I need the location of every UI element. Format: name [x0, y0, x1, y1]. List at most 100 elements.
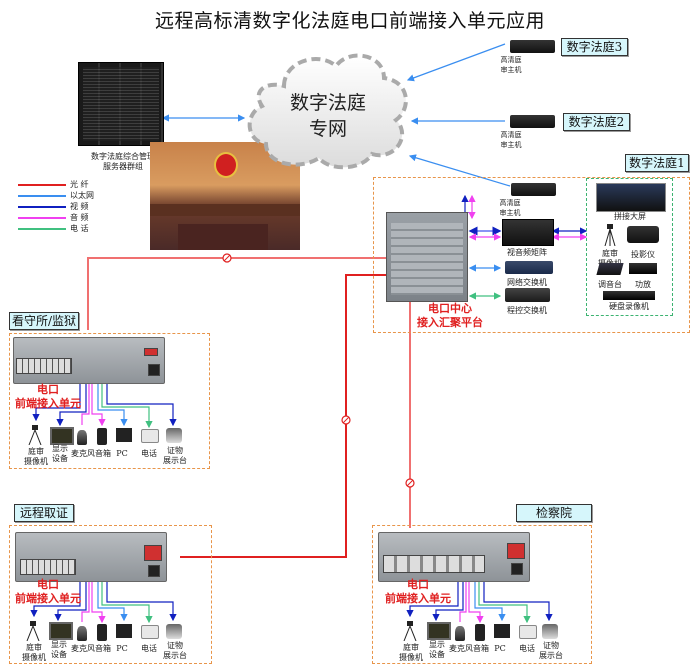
site-remote-region — [9, 525, 212, 664]
national-emblem-icon — [214, 152, 238, 178]
pc-icon — [494, 624, 510, 638]
tripod-camera-icon — [28, 425, 42, 446]
unit-label-2: 前端接入单元 — [15, 592, 81, 605]
phone-icon — [141, 429, 159, 443]
court3-label[interactable]: 数字法庭3 — [561, 38, 628, 56]
evidence-label: 证物 — [167, 641, 183, 650]
phone-icon — [141, 625, 159, 639]
av-matrix-icon — [502, 219, 554, 246]
legend-swatch — [18, 228, 66, 230]
unit-label-2: 前端接入单元 — [385, 592, 451, 605]
frontend-unit-icon — [13, 337, 165, 384]
pbx-label: 程控交换机 — [507, 306, 547, 315]
hd-host-icon — [510, 40, 555, 53]
host-label: 审主机 — [500, 66, 522, 74]
display-label: 显示 — [429, 640, 445, 649]
court1-devices-group — [586, 178, 673, 316]
pc-label: PC — [116, 449, 128, 458]
evidence-label: 展示台 — [163, 651, 187, 660]
speaker-icon — [475, 624, 485, 641]
evidence-label: 证物 — [543, 641, 559, 650]
tripod-camera-icon — [403, 621, 417, 642]
pc-icon — [116, 428, 132, 442]
hd-host-icon — [510, 115, 555, 128]
unit-label-1: 电口 — [37, 383, 59, 396]
microphone-label: 麦克风 — [449, 644, 473, 653]
fiber-break-icon — [341, 415, 351, 425]
speaker-icon — [97, 624, 107, 641]
display-label: 设备 — [51, 650, 67, 659]
evidence-label: 展示台 — [539, 651, 563, 660]
microphone-label: 麦克风 — [71, 644, 95, 653]
av-matrix-label: 视音频矩阵 — [507, 248, 547, 257]
camera-label: 摄像机 — [22, 653, 46, 662]
legend-swatch — [18, 217, 66, 219]
display-label: 设备 — [52, 454, 68, 463]
display-label: 设备 — [429, 650, 445, 659]
display-label: 显示 — [52, 444, 68, 453]
site-procuratorate-region — [372, 525, 592, 664]
host-label: 高清庭 — [499, 199, 521, 207]
camera-label: 庭审 — [28, 447, 44, 456]
unit-label-1: 电口 — [37, 578, 59, 591]
legend-item-phone: 电 话 — [18, 224, 89, 234]
cloud-network-icon — [247, 53, 408, 170]
unit-label-1: 电口 — [407, 578, 429, 591]
speaker-label: 音箱 — [95, 644, 111, 653]
fiber-to-remote — [180, 274, 386, 558]
server-cluster-label-2: 服务器群组 — [103, 162, 143, 171]
site-remote-label[interactable]: 远程取证 — [14, 504, 74, 522]
tripod-camera-icon — [604, 224, 616, 247]
video-wall-label: 拼接大屏 — [614, 212, 646, 221]
microphone-icon — [77, 430, 87, 445]
link-court3-cloud — [406, 43, 506, 82]
site-detention-label[interactable]: 看守所/监狱 — [9, 312, 79, 330]
phone-label: 电话 — [141, 644, 157, 653]
projector-icon — [627, 226, 659, 243]
pc-label: PC — [494, 644, 506, 653]
speaker-label: 音箱 — [473, 644, 489, 653]
amplifier-label: 功放 — [635, 280, 651, 289]
microphone-label: 麦克风 — [71, 449, 95, 458]
pc-icon — [116, 624, 132, 638]
microphone-icon — [455, 626, 465, 641]
legend-swatch — [18, 206, 66, 208]
phone-icon — [519, 625, 537, 639]
tripod-camera-icon — [26, 621, 40, 642]
site-procuratorate-label[interactable]: 检察院 — [516, 504, 592, 522]
camera-label: 庭审 — [403, 643, 419, 652]
center-label-1: 电口中心 — [428, 302, 472, 315]
dvr-label: 硬盘录像机 — [609, 302, 649, 311]
speaker-label: 音箱 — [95, 449, 111, 458]
hd-host-icon — [511, 183, 556, 196]
cloud-label-1: 数字法庭 — [289, 92, 366, 114]
evidence-label: 证物 — [167, 446, 183, 455]
site-detention-region — [9, 333, 210, 469]
phone-label: 电话 — [141, 449, 157, 458]
court1-label[interactable]: 数字法庭1 — [625, 154, 689, 172]
fiber-break-icon — [222, 253, 232, 263]
frontend-unit-icon — [378, 532, 530, 582]
court2-label[interactable]: 数字法庭2 — [563, 113, 630, 131]
center-label-2: 接入汇聚平台 — [417, 316, 483, 329]
legend-swatch — [18, 195, 66, 197]
evidence-presenter-icon — [166, 428, 182, 443]
evidence-presenter-icon — [166, 624, 182, 639]
legend-swatch — [18, 184, 66, 186]
center-aggregation-platform-icon — [386, 212, 468, 302]
legend-item-video: 视 频 — [18, 202, 89, 212]
dvr-icon — [603, 291, 655, 300]
phone-label: 电话 — [519, 644, 535, 653]
frontend-unit-icon — [15, 532, 167, 582]
camera-label: 摄像机 — [399, 653, 423, 662]
host-label: 审主机 — [500, 141, 522, 149]
mixer-icon — [596, 263, 624, 275]
amplifier-icon — [629, 263, 657, 274]
cloud-label-2: 专网 — [308, 118, 347, 140]
pc-label: PC — [116, 644, 128, 653]
camera-label: 摄像机 — [24, 457, 48, 466]
fiber-to-detention — [87, 257, 386, 330]
evidence-presenter-icon — [542, 624, 558, 639]
diagram-title: 远程高标清数字化法庭电口前端接入单元应用 — [154, 10, 545, 32]
